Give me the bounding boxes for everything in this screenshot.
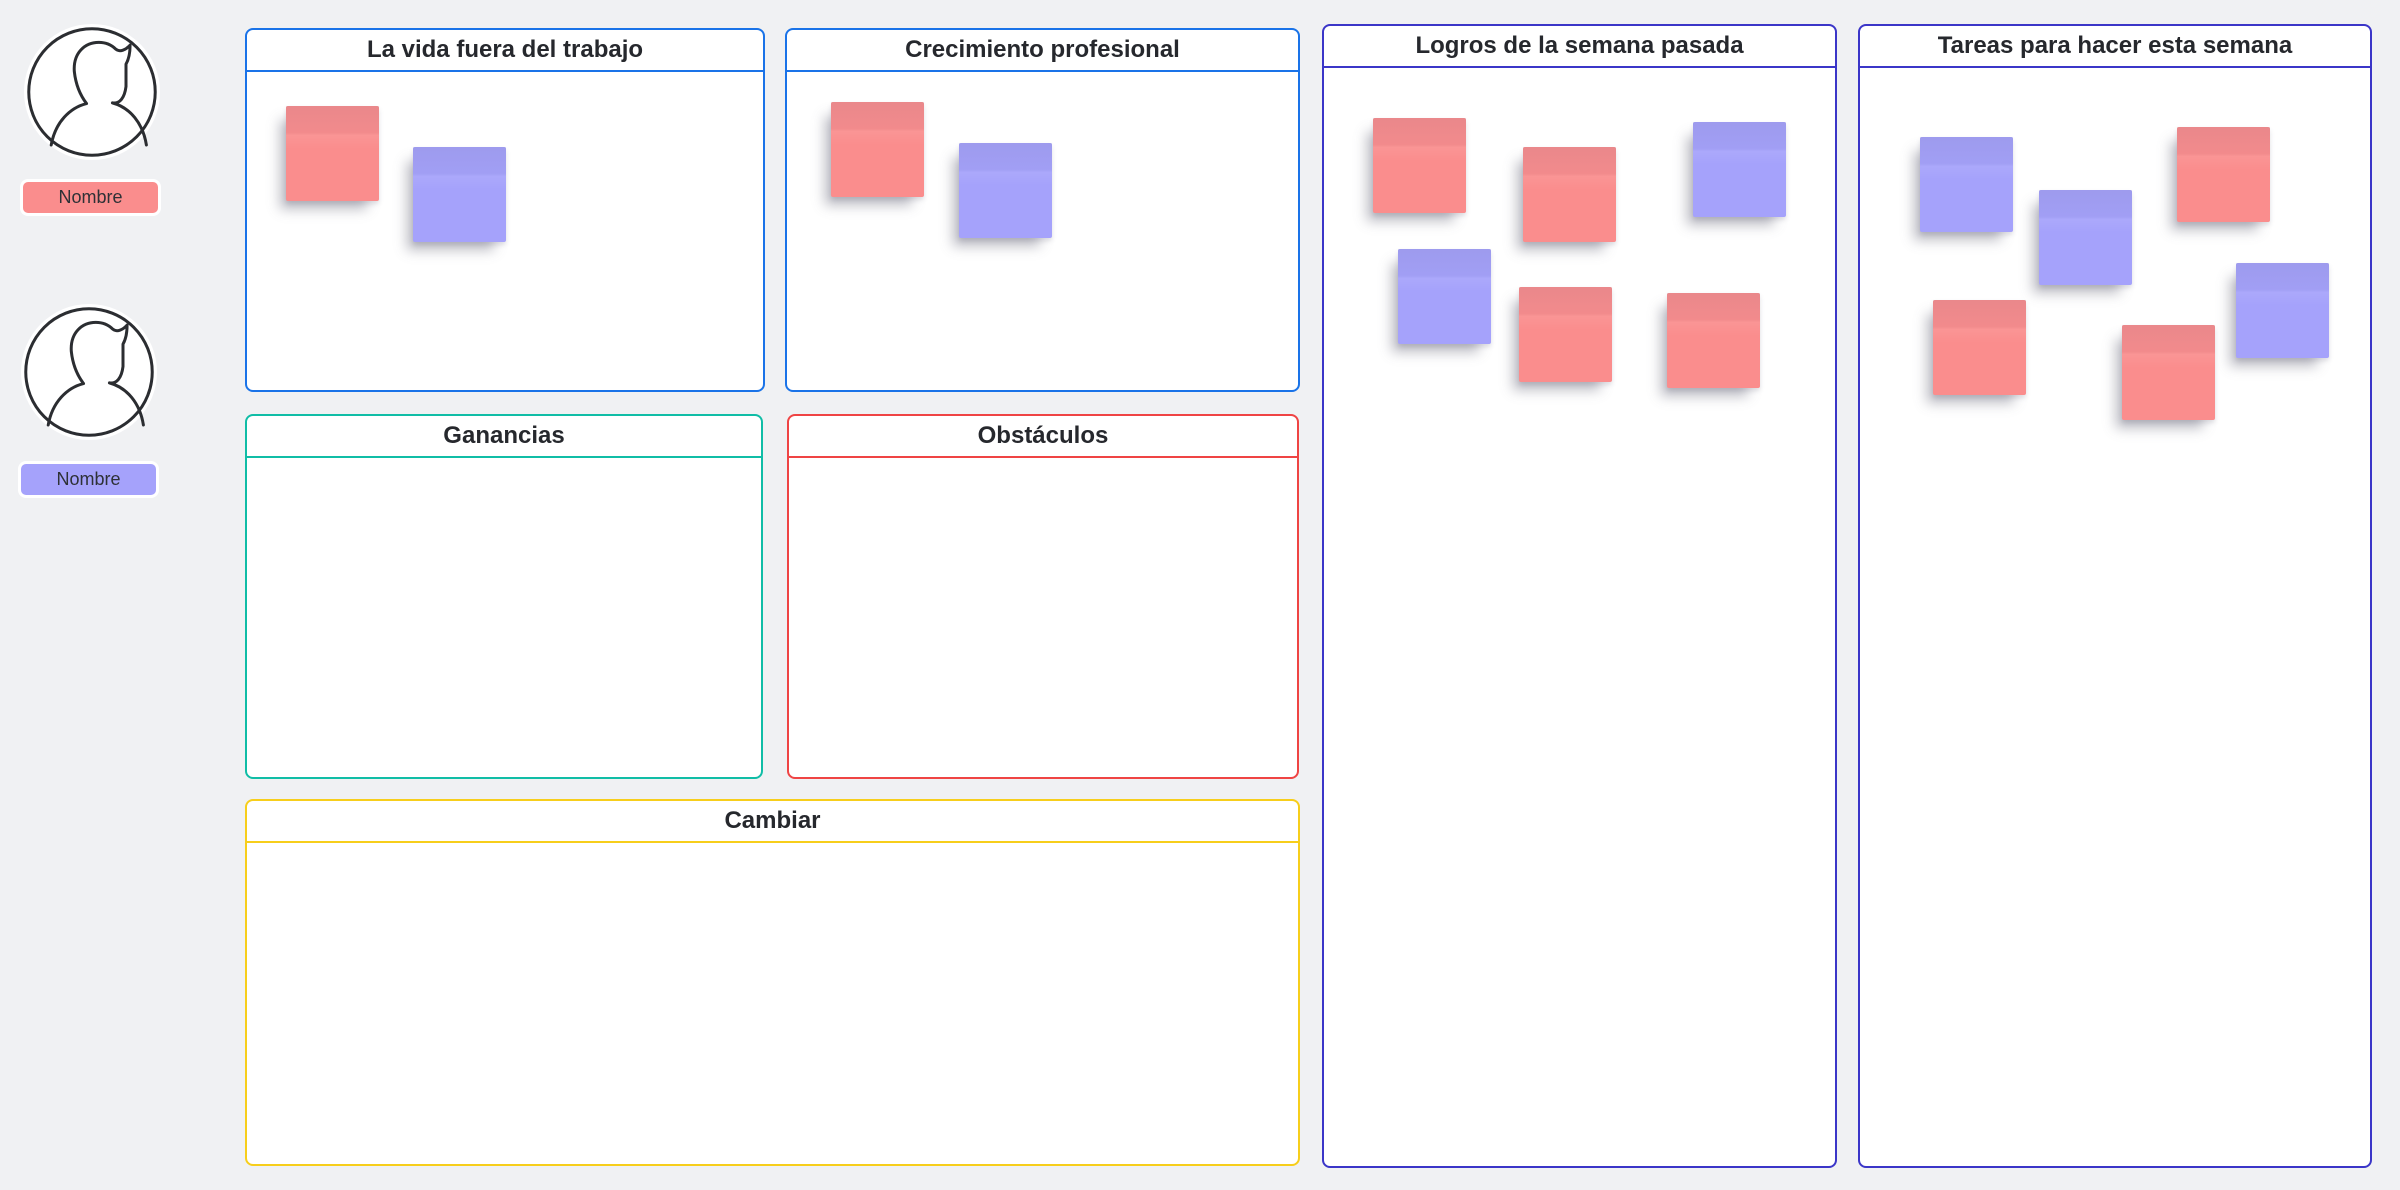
sticky-note-purple[interactable] [2039, 190, 2132, 285]
section-body[interactable] [247, 458, 761, 777]
sticky-note-salmon[interactable] [1667, 293, 1760, 388]
sticky-note-purple[interactable] [2236, 263, 2329, 358]
participant-name-label: Nombre [56, 469, 121, 489]
section-body[interactable] [789, 458, 1297, 777]
section-title: Crecimiento profesional [905, 36, 1180, 63]
sticky-note-salmon[interactable] [1933, 300, 2026, 395]
section-ganancias[interactable]: Ganancias [245, 414, 763, 779]
participant-name-tag[interactable]: Nombre [23, 182, 158, 213]
section-header: Logros de la semana pasada [1324, 26, 1835, 68]
participant-avatar[interactable] [24, 24, 160, 160]
section-cambiar[interactable]: Cambiar [245, 799, 1300, 1166]
participant-name-label: Nombre [58, 187, 123, 207]
section-header: Crecimiento profesional [787, 30, 1298, 72]
section-header: Ganancias [247, 416, 761, 458]
sticky-note-purple[interactable] [1693, 122, 1786, 217]
sticky-note-purple[interactable] [413, 147, 506, 242]
section-title: Tareas para hacer esta semana [1937, 32, 2293, 59]
section-title: Logros de la semana pasada [1415, 32, 1744, 59]
section-title: Cambiar [724, 807, 821, 834]
sticky-note-salmon[interactable] [1373, 118, 1466, 213]
section-title: Obstáculos [977, 422, 1109, 449]
section-obstaculos[interactable]: Obstáculos [787, 414, 1299, 779]
sticky-note-purple[interactable] [1920, 137, 2013, 232]
section-title: Ganancias [443, 422, 565, 449]
section-header: Tareas para hacer esta semana [1860, 26, 2370, 68]
participant-avatar[interactable] [21, 304, 157, 440]
section-header: Obstáculos [789, 416, 1297, 458]
sticky-note-purple[interactable] [1398, 249, 1491, 344]
sticky-note-salmon[interactable] [286, 106, 379, 201]
sticky-note-salmon[interactable] [1519, 287, 1612, 382]
section-title: La vida fuera del trabajo [366, 36, 644, 63]
sticky-note-salmon[interactable] [2177, 127, 2270, 222]
sticky-note-salmon[interactable] [2122, 325, 2215, 420]
sticky-note-salmon[interactable] [831, 102, 924, 197]
section-body[interactable] [247, 843, 1298, 1164]
person-avatar-icon [21, 304, 157, 440]
section-header: La vida fuera del trabajo [247, 30, 763, 72]
participant-name-tag[interactable]: Nombre [21, 464, 156, 495]
sticky-note-salmon[interactable] [1523, 147, 1616, 242]
person-avatar-icon [24, 24, 160, 160]
section-header: Cambiar [247, 801, 1298, 843]
sticky-note-purple[interactable] [959, 143, 1052, 238]
